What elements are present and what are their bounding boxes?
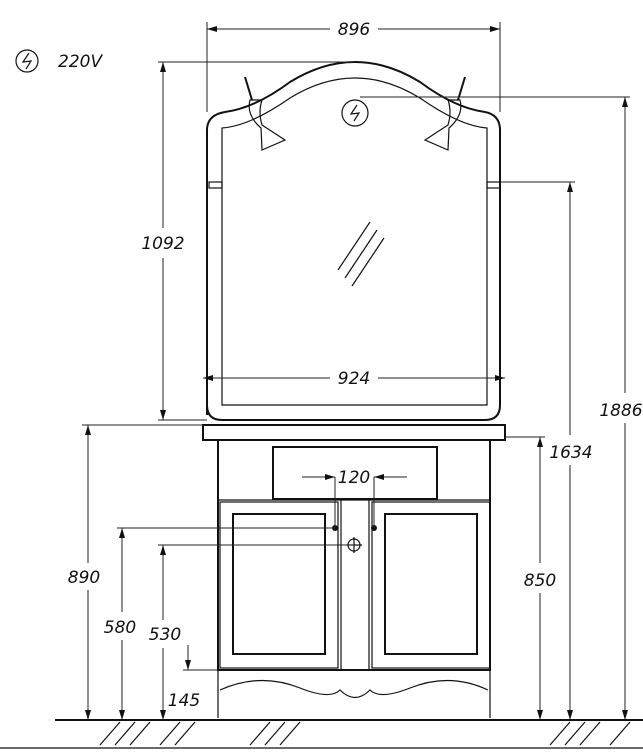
dim-mirror-height: 1092 — [141, 234, 184, 254]
right-door — [371, 501, 491, 669]
vanity-cabinet — [202, 424, 506, 718]
dim-cabinet-height: 890 — [68, 568, 100, 588]
sconce-right-icon — [423, 76, 466, 151]
dim-counter-height: 850 — [524, 571, 556, 591]
sconce-left-icon — [244, 76, 287, 151]
electric-outlet-icon — [15, 49, 39, 73]
dim-drain-spacing: 120 — [338, 468, 370, 488]
dim-mirror-shelf-height: 1634 — [549, 443, 592, 463]
power-symbol: 220V — [15, 49, 103, 73]
dim-overall-width: 896 — [338, 20, 371, 40]
mirror-outlet-icon — [341, 99, 369, 127]
dim-water-inlet-height: 580 — [104, 618, 136, 638]
dimensions: 896 924 1092 890 580 530 145 120 — [68, 20, 643, 720]
voltage-label: 220V — [58, 52, 103, 72]
dim-leg-height: 145 — [168, 691, 200, 711]
glass-hatch-icon — [337, 221, 385, 287]
left-door — [219, 501, 339, 669]
dim-total-height: 1886 — [599, 401, 642, 421]
dim-mirror-width: 924 — [338, 369, 370, 389]
mirror — [206, 61, 501, 421]
dim-drain-height: 530 — [149, 625, 181, 645]
floor — [0, 719, 643, 749]
drawer — [272, 446, 438, 500]
